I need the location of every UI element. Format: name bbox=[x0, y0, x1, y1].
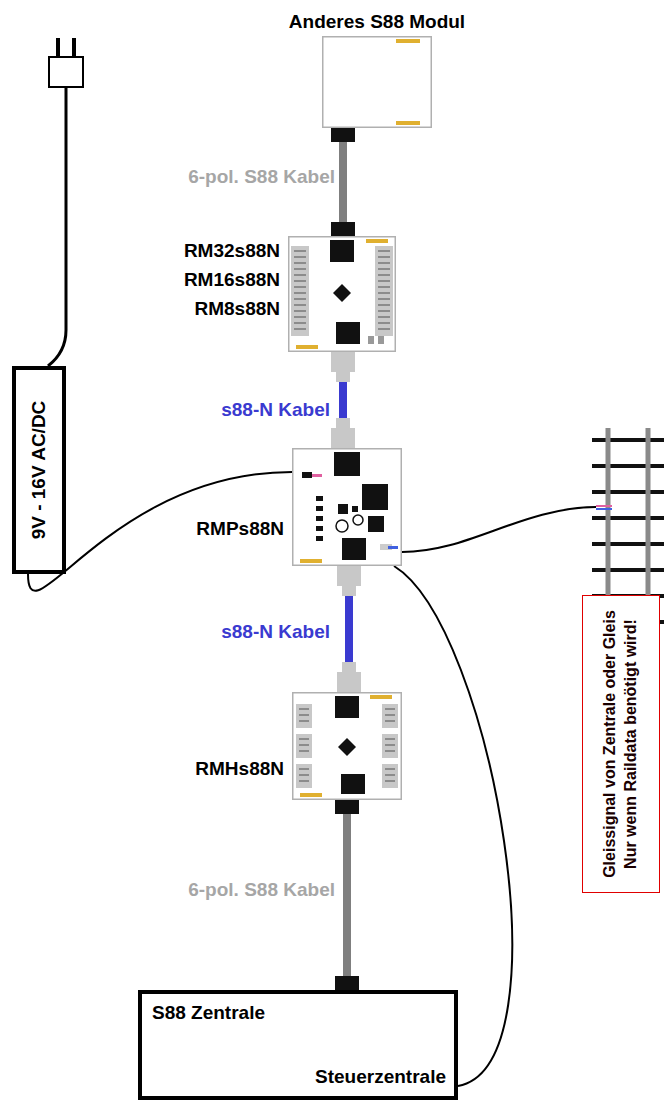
s88-cable bbox=[343, 800, 351, 990]
rj45-plug bbox=[331, 352, 355, 372]
board-art bbox=[292, 448, 402, 566]
board-art bbox=[288, 236, 396, 352]
s88-cable bbox=[339, 128, 347, 236]
cable-plug bbox=[331, 128, 355, 142]
module-board: RMHs88N bbox=[292, 692, 402, 800]
cable-plug bbox=[331, 222, 355, 236]
node-label: RMPs88N bbox=[196, 518, 284, 540]
wire bbox=[28, 472, 292, 591]
power-plug bbox=[48, 38, 83, 366]
node-label: Steuerzentrale bbox=[315, 1066, 446, 1088]
node-label: RMHs88N bbox=[195, 758, 284, 780]
board-art bbox=[322, 36, 432, 128]
cable-plug bbox=[335, 800, 359, 814]
cable-label: s88-N Kabel bbox=[221, 399, 330, 421]
cable-label: s88-N Kabel bbox=[221, 621, 330, 643]
power-supply-box: 9V - 16V AC/DC bbox=[12, 366, 66, 574]
central-box: S88 ZentraleSteuerzentrale bbox=[138, 990, 458, 1100]
cable-label: 6-pol. S88 Kabel bbox=[188, 879, 335, 901]
track-wire bbox=[402, 506, 612, 552]
module-board: Anderes S88 Modul bbox=[322, 36, 432, 128]
cable-plug bbox=[335, 976, 359, 990]
rj45-plug bbox=[337, 672, 361, 692]
rj45-plug-neck bbox=[336, 418, 350, 428]
rj45-plug bbox=[337, 566, 361, 586]
rj45-plug-neck bbox=[342, 662, 356, 672]
node-label: S88 Zentrale bbox=[152, 1002, 265, 1024]
node-label: Anderes S88 Modul bbox=[289, 11, 465, 33]
module-board: RM32s88N RM16s88N RM8s88N bbox=[288, 236, 396, 352]
note-box: Gleissignal von Zentrale oder Gleis Nur … bbox=[582, 595, 660, 893]
node-label: Gleissignal von Zentrale oder Gleis Nur … bbox=[600, 603, 642, 885]
node-label: 9V - 16V AC/DC bbox=[28, 401, 50, 540]
rj45-plug-neck bbox=[342, 586, 356, 596]
node-label: RM32s88N RM16s88N RM8s88N bbox=[184, 236, 280, 323]
module-board: RMPs88N bbox=[292, 448, 402, 566]
rj45-plug bbox=[331, 428, 355, 448]
cable-label: 6-pol. S88 Kabel bbox=[188, 166, 335, 188]
board-art bbox=[292, 692, 402, 800]
rj45-plug-neck bbox=[336, 372, 350, 382]
